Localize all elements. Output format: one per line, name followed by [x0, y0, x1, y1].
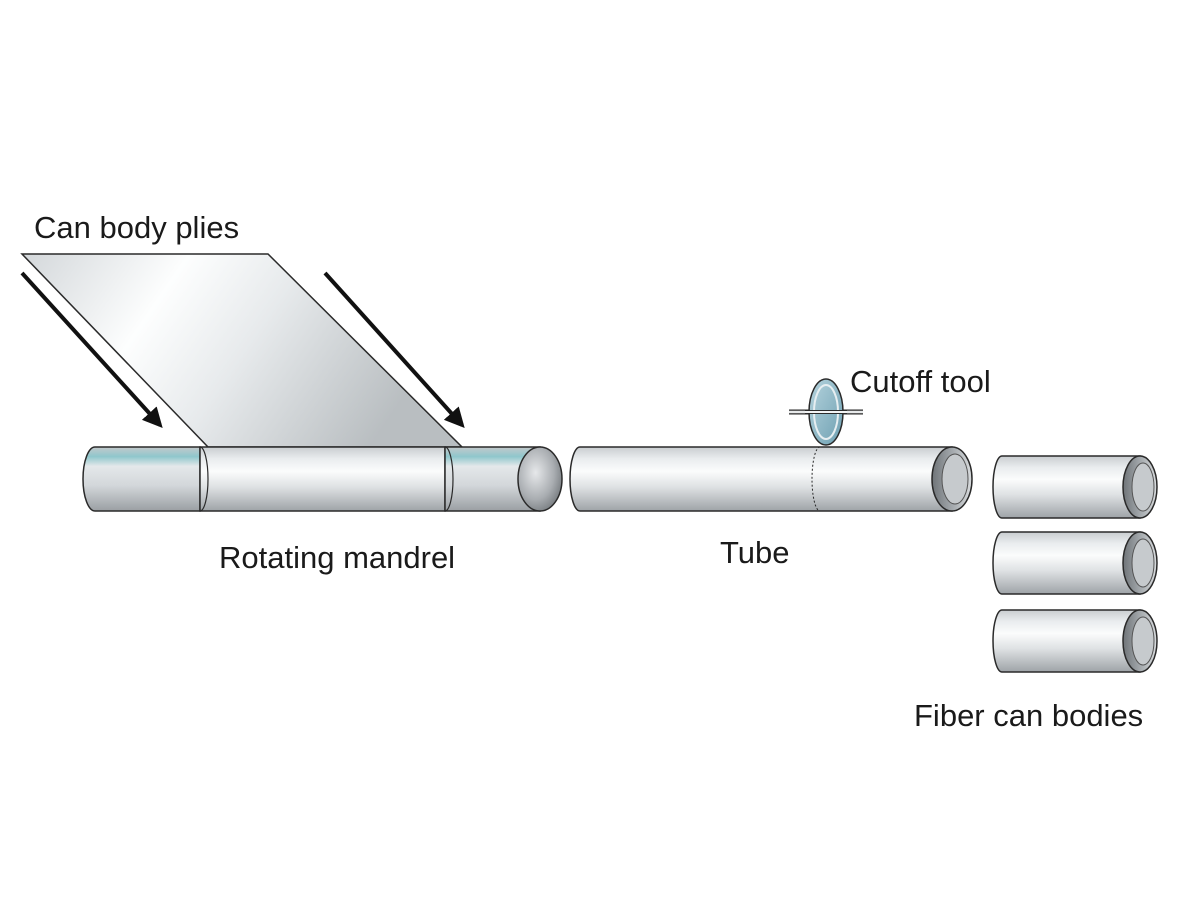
tube — [569, 446, 973, 512]
fiber-can-body — [992, 455, 1158, 519]
feed-arrow-left — [20, 271, 163, 428]
cut-line — [811, 446, 821, 512]
cutoff-tool — [789, 378, 863, 446]
label-tube: Tube — [720, 535, 790, 570]
fiber-can-body — [992, 609, 1158, 673]
label-fiber-can-bodies: Fiber can bodies — [914, 698, 1143, 733]
label-cutoff-tool: Cutoff tool — [850, 364, 991, 399]
fiber-can-body — [992, 531, 1158, 595]
feed-arrow-right — [323, 271, 465, 428]
label-rotating-mandrel: Rotating mandrel — [219, 540, 455, 575]
label-can-body-plies: Can body plies — [34, 210, 239, 245]
rotating-mandrel — [82, 446, 563, 512]
fiber-can-bodies — [992, 455, 1158, 673]
